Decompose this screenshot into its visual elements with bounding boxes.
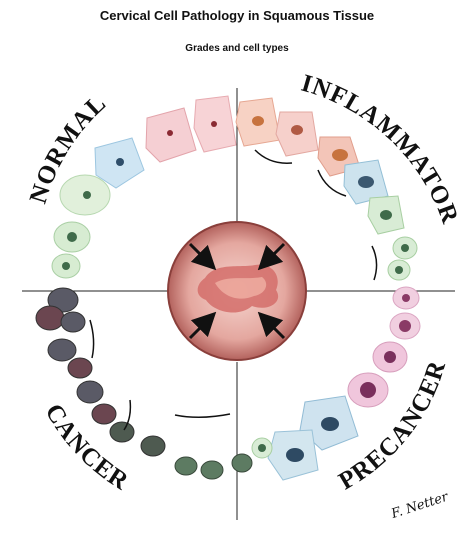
- group-braces: [89, 149, 378, 431]
- arrow-icon: [257, 311, 286, 340]
- arrow-icon: [188, 242, 217, 271]
- diagram-title: Cervical Cell Pathology in Squamous Tiss…: [99, 8, 375, 23]
- diagram-subtitle: Grades and cell types: [185, 43, 289, 54]
- arrow-icon: [257, 242, 286, 271]
- label-cancer: CANCER: [40, 399, 134, 495]
- inflammatory-cells: [235, 97, 418, 281]
- artist-signature: F. Netter: [389, 489, 451, 522]
- normal-cells: [51, 95, 237, 279]
- center-arrows: [188, 242, 286, 340]
- center-tissue-sample: [167, 221, 307, 361]
- cancer-cells: [35, 287, 253, 480]
- arrow-icon: [188, 311, 217, 340]
- precancer-cells: [251, 286, 421, 481]
